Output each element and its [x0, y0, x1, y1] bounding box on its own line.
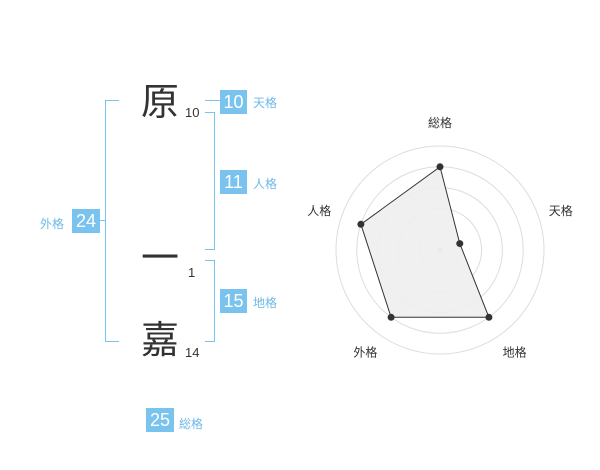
- jinkaku-value: 11: [220, 170, 247, 194]
- radar-point-2: [456, 240, 464, 248]
- name-char-1: 原: [140, 80, 179, 124]
- soukaku-label: 総格: [179, 417, 204, 431]
- gaikaku-label: 外格: [40, 217, 65, 231]
- stroke-count-1: 10: [185, 105, 200, 120]
- radar-point-3: [485, 313, 493, 321]
- radar-axis-label-4: 外格: [353, 345, 377, 360]
- name-char-3: 嘉: [140, 318, 179, 362]
- tenkaku-bracket: [205, 100, 220, 101]
- name-char-2: 一: [140, 236, 179, 280]
- chikaku-bracket: [205, 260, 215, 342]
- radar-point-1: [436, 163, 444, 171]
- chikaku-value: 15: [220, 289, 247, 313]
- radar-axis-label-1: 総格: [428, 115, 452, 130]
- chikaku-label: 地格: [253, 296, 278, 310]
- radar-grid-ring: [335, 145, 545, 355]
- jinkaku-bracket: [205, 112, 215, 250]
- tenkaku-label: 天格: [253, 96, 278, 110]
- radar-axis-label-3: 地格: [503, 345, 527, 360]
- radar-axis-label-2: 天格: [549, 203, 573, 218]
- gaikaku-bracket: [105, 100, 119, 342]
- gaikaku-value: 24: [72, 209, 100, 233]
- tenkaku-value: 10: [220, 90, 247, 114]
- soukaku-value: 25: [146, 408, 174, 432]
- gaikaku-connector: [100, 220, 106, 221]
- jinkaku-label: 人格: [253, 177, 278, 191]
- radar-point-5: [357, 220, 365, 228]
- radar-axis-label-5: 人格: [307, 203, 331, 218]
- stroke-count-2: 1: [188, 265, 196, 280]
- stroke-count-3: 14: [185, 345, 200, 360]
- radar-data-area: [360, 165, 490, 318]
- radar-point-4: [387, 313, 395, 321]
